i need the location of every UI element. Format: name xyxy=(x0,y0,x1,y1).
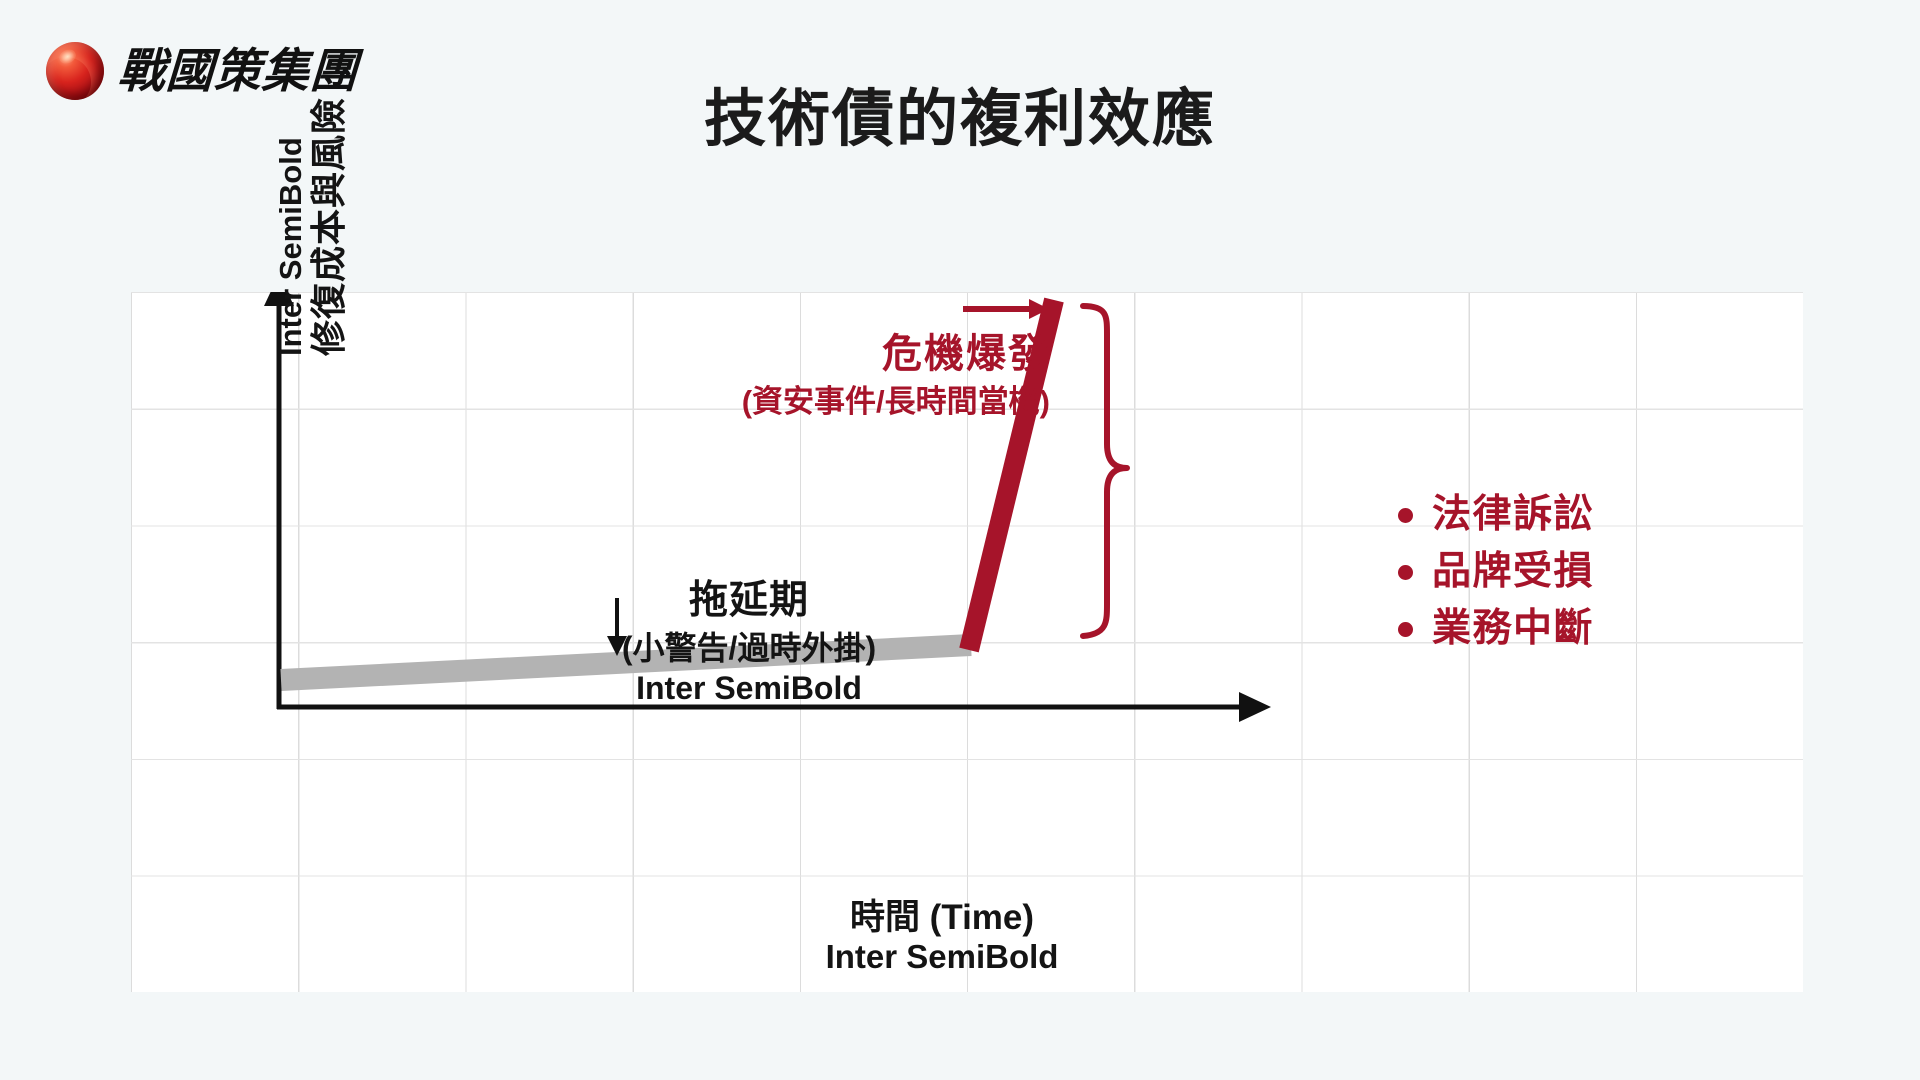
red-sphere-logo-icon xyxy=(46,42,104,100)
consequence-label: 品牌受損 xyxy=(1432,549,1595,593)
y-axis xyxy=(264,292,294,709)
x-axis-label-cjk: 時間 (Time) xyxy=(849,898,1035,937)
bullet-dot-icon xyxy=(1398,564,1413,580)
consequence-label: 業務中斷 xyxy=(1432,606,1595,650)
x-axis-label: 時間 (Time) Inter SemiBold xyxy=(706,898,1178,977)
x-axis xyxy=(277,692,1271,722)
annotation-crisis: 危機爆發 (資安事件/長時間當機) xyxy=(630,330,1050,422)
consequences-list: 法律訴訟 品牌受損 業務中斷 xyxy=(1398,493,1595,665)
y-axis-label-cjk: 修復成本與風險 xyxy=(307,96,349,356)
crisis-pointer-arrow-icon xyxy=(963,299,1049,319)
consequence-label: 法律訴訟 xyxy=(1432,493,1595,536)
annotation-crisis-subtitle: (資安事件/長時間當機) xyxy=(741,384,1050,419)
bullet-dot-icon xyxy=(1398,507,1413,523)
annotation-slow-phase: 拖延期 (小警告/過時外掛) Inter SemiBold xyxy=(499,578,999,708)
annotation-crisis-title: 危機爆發 xyxy=(882,332,1050,376)
annotation-slow-phase-subtitle: (小警告/過時外掛) xyxy=(621,629,877,666)
slow-phase-pointer-arrow-icon xyxy=(607,598,627,656)
list-item: 業務中斷 xyxy=(1398,606,1595,651)
bullet-dot-icon xyxy=(1398,621,1413,637)
page-title: 技術債的複利效應 xyxy=(703,85,1216,154)
crisis-spike-line xyxy=(959,297,1064,653)
annotation-slow-phase-latin: Inter SemiBold xyxy=(636,669,862,706)
annotation-slow-phase-title: 拖延期 xyxy=(688,579,809,622)
y-axis-label-latin: Inter SemiBold xyxy=(273,137,308,356)
chart-drawing-layer xyxy=(264,292,1271,722)
x-axis-label-latin: Inter SemiBold xyxy=(825,937,1059,975)
list-item: 法律訴訟 xyxy=(1398,493,1595,537)
consequences-brace-icon xyxy=(1080,303,1130,639)
list-item: 品牌受損 xyxy=(1398,549,1595,594)
slow-phase-line xyxy=(280,634,972,691)
brand-logo: 戰國策集團 xyxy=(46,42,359,100)
